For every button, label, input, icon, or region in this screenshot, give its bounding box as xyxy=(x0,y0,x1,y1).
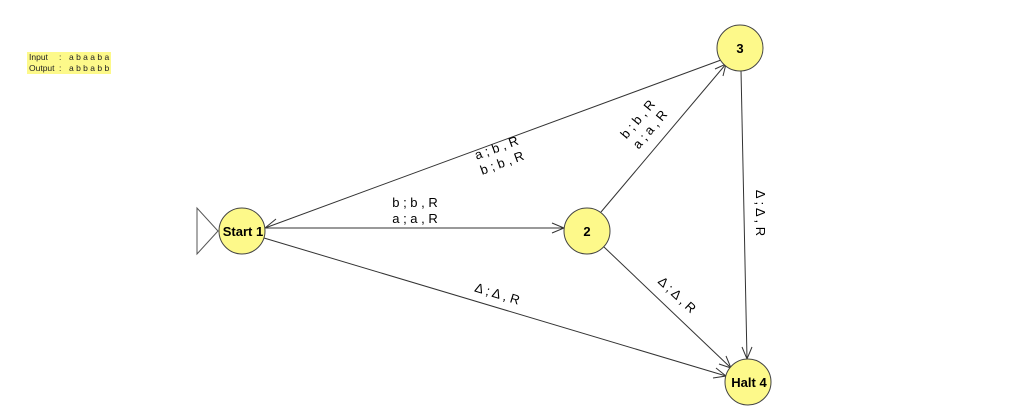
edge-3-to-1 xyxy=(264,59,722,229)
label-2-to-4: Δ ; Δ , R xyxy=(655,273,699,316)
edge-2-to-4 xyxy=(603,246,732,369)
edge-3-to-4 xyxy=(740,69,748,360)
state-halt-4-label: Halt 4 xyxy=(731,375,767,390)
edge-1-to-4 xyxy=(263,237,727,377)
state-halt-4[interactable]: Halt 4 xyxy=(724,358,772,406)
label-3-to-4: Δ ; Δ , R xyxy=(753,190,768,236)
output-row: Output: a b b a b b xyxy=(29,63,109,74)
state-start-1-label: Start 1 xyxy=(223,224,263,239)
label-1-to-2-line1: b ; b , R xyxy=(392,195,438,210)
input-separator: : xyxy=(59,52,62,62)
state-3-label: 3 xyxy=(736,41,743,56)
output-label: Output xyxy=(29,63,55,73)
state-2[interactable]: 2 xyxy=(563,207,611,255)
input-label: Input xyxy=(29,52,48,62)
input-value: a b a a b a xyxy=(69,52,110,62)
edge-2-to-3 xyxy=(600,63,727,213)
label-1-to-4: Δ ; Δ , R xyxy=(473,280,522,308)
state-start-1[interactable]: Start 1 xyxy=(218,207,266,255)
tape-info-box: Input: a b a a b a Output: a b b a b b xyxy=(27,52,112,74)
label-1-to-2-line2: a ; a , R xyxy=(392,211,438,226)
input-row: Input: a b a a b a xyxy=(29,52,109,63)
output-value: a b b a b b xyxy=(69,63,110,73)
state-2-label: 2 xyxy=(583,224,590,239)
state-3[interactable]: 3 xyxy=(716,24,764,72)
output-separator: : xyxy=(59,63,62,73)
start-marker-icon xyxy=(196,206,219,256)
